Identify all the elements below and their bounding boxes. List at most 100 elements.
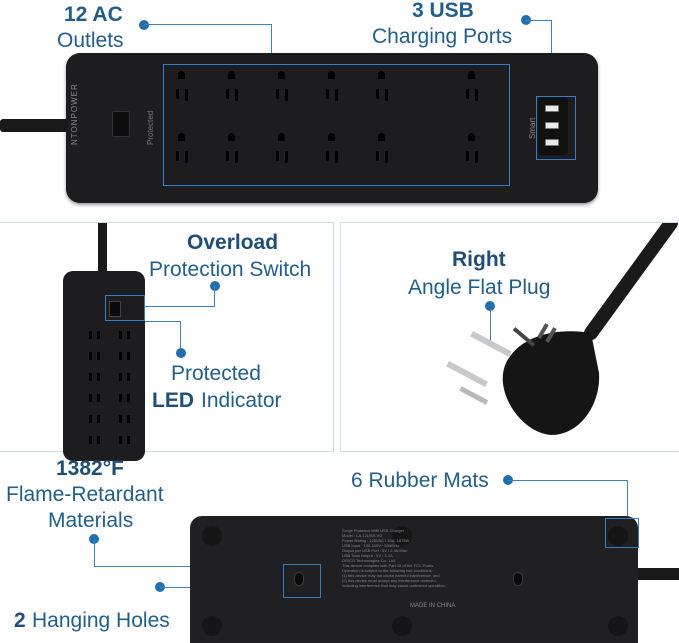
overload-title: Overload [187,231,279,254]
label-line: (1) this device may not cause harmful in… [342,573,440,578]
ac-outlet [326,151,338,164]
mats-leader [508,480,628,518]
side-outlet [89,352,92,360]
label-line: USB Total Output : 5V / 3.4A [342,553,393,558]
materials-label: Materials [48,509,134,532]
label-line: Model : LA-12USB-VG [342,533,383,538]
label-line: USB Input : 100-240V~ 50/60Hz [342,543,400,548]
led-rest: Indicator [201,389,282,412]
ac-outlet [226,151,238,164]
label-line: (2) this device must accept any interfer… [342,578,437,583]
hanging-hole-1 [294,572,304,586]
plug-panel: Right Angle Flat Plug [340,222,679,452]
side-cord [98,223,107,275]
plug-dot [485,301,495,311]
ac-outlet [276,151,288,164]
bottom-cord [630,568,679,580]
rubber-mat [392,526,412,546]
ground-hole [328,133,335,141]
side-outlet [119,331,122,339]
rubber-mat [202,526,222,546]
usb-port-3[interactable] [545,139,559,146]
led-leader [145,321,181,350]
outlets-label: Outlets [57,29,124,52]
usb-panel [538,97,568,155]
mats-label: 6 Rubber Mats [351,469,489,492]
overload-leader [145,286,215,307]
holes-rest: Hanging Holes [32,609,170,632]
holes-num: 2 [14,609,26,632]
led-dot [176,348,186,358]
rubber-mat [608,526,628,546]
rubber-mat [202,616,222,636]
label-line: Operation is subject to the following tw… [342,568,433,573]
side-outlet [119,415,122,423]
ground-hole [228,71,235,79]
flame-label: Flame-Retardant [6,483,164,506]
hanging-hole-2 [513,572,523,586]
led-bold: LED [152,389,194,412]
outlets-count: 12 AC [64,3,123,26]
ac-outlet [326,89,338,102]
side-outlet [119,394,122,402]
label-line: This device complies with Part 15 of the… [342,563,435,568]
label-line: Power Rating : 125VAC / 15A, 1875W [342,538,410,543]
outlet-grid [166,67,506,187]
label-line: Surge Protector With USB Charger [342,528,405,533]
protected-label: Protected [171,362,261,385]
ground-hole [178,133,185,141]
made-in-label: MADE IN CHINA [410,603,456,609]
side-outlet [119,436,122,444]
overload-dot [210,281,220,291]
temp-label: 1382°F [56,457,124,480]
ac-outlet [226,89,238,102]
ground-hole [278,71,285,79]
side-outlet [119,352,122,360]
angle-subtitle: Angle Flat Plug [408,276,551,299]
label-line: ORICO Technologies Co., Ltd. [342,558,396,563]
outlets-dot [139,20,149,30]
hole-highlight [283,564,321,598]
side-outlets [85,331,135,461]
usb-port-1[interactable] [545,105,559,112]
brand-label: NTONPOWER [70,83,79,145]
ground-hole [228,133,235,141]
flame-leader [94,539,190,567]
overload-switch[interactable] [112,111,130,137]
side-outlet [89,331,92,339]
ac-outlet [466,89,478,102]
outlets-highlight [163,64,510,186]
flat-plug-illustration [446,223,678,435]
ac-outlet [176,89,188,102]
ground-hole [378,71,385,79]
ac-outlet [466,151,478,164]
side-switch[interactable] [109,301,121,317]
side-outlet [89,394,92,402]
side-outlet [89,436,92,444]
side-outlet [89,415,92,423]
protection-panel: Overload Protection Switch Protected LED… [0,222,334,461]
plug-leader [490,311,491,345]
ac-outlet [176,151,188,164]
label-line: including interference that may cause un… [342,583,446,588]
ac-outlet [276,89,288,102]
ac-outlet [376,151,388,164]
ground-hole [378,133,385,141]
right-title: Right [452,248,506,271]
rubber-mat [392,616,412,636]
ac-outlet [376,89,388,102]
rubber-mat [608,616,628,636]
usb-port-2[interactable] [545,122,559,129]
ground-hole [468,71,475,79]
usb-count: 3 USB [412,0,474,22]
power-strip-side [63,271,145,461]
protected-text: Protected [146,110,155,145]
mat-highlight [605,518,639,548]
ground-hole [178,71,185,79]
ground-hole [278,133,285,141]
top-cord [0,119,72,132]
overload-subtitle: Protection Switch [149,258,312,281]
ground-hole [468,133,475,141]
